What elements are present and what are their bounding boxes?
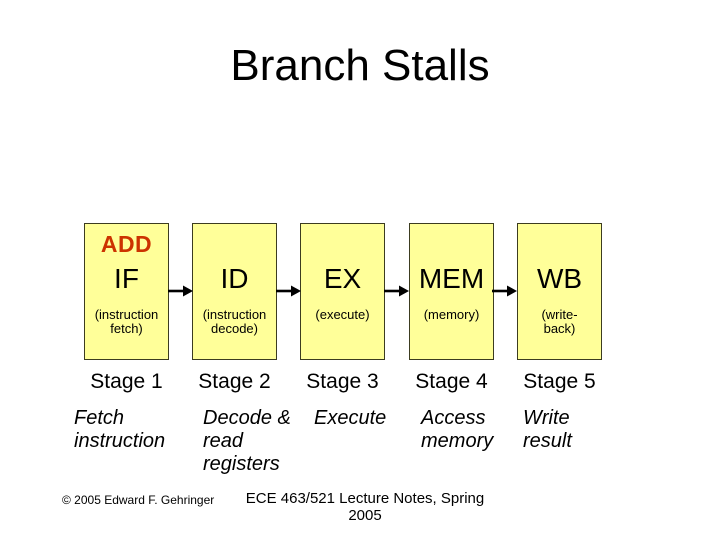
- stage-expansion-mem: (memory): [423, 307, 480, 322]
- stage-number-label-2: Stage 2: [198, 370, 271, 393]
- arrow-right-icon: [384, 284, 409, 298]
- pipeline-stage-box-id: ID (instruction decode): [192, 223, 277, 360]
- instruction-add-label: ADD: [100, 231, 153, 257]
- stage-number-label-1: Stage 1: [90, 370, 163, 393]
- stage-caption-3: Execute: [314, 407, 387, 429]
- stage-abbr-mem: MEM: [418, 263, 485, 294]
- stage-caption-4: Access memory: [421, 407, 494, 452]
- stage-expansion-id: (instruction decode): [202, 307, 267, 337]
- stage-caption-1: Fetch instruction: [74, 407, 166, 452]
- stage-number-label-3: Stage 3: [306, 370, 379, 393]
- stage-caption-2: Decode & read registers: [203, 407, 291, 475]
- stage-number-label-5: Stage 5: [523, 370, 596, 393]
- stage-expansion-ex: (execute): [315, 307, 370, 322]
- stage-abbr-if: IF: [114, 263, 139, 294]
- slide-title: Branch Stalls: [230, 41, 490, 90]
- footer-course-info: ECE 463/521 Lecture Notes, Spring 2005: [245, 490, 485, 524]
- pipeline-stage-box-if: ADD IF (instruction fetch): [84, 223, 169, 360]
- footer-copyright: © 2005 Edward F. Gehringer: [62, 493, 215, 507]
- arrow-right-icon: [168, 284, 193, 298]
- stage-abbr-wb: WB: [536, 263, 583, 294]
- stage-expansion-wb: (write- back): [541, 307, 578, 337]
- pipeline-stage-box-ex: EX (execute): [300, 223, 385, 360]
- pipeline-stage-box-mem: MEM (memory): [409, 223, 494, 360]
- stage-abbr-ex: EX: [323, 263, 362, 294]
- stage-expansion-if: (instruction fetch): [94, 307, 159, 337]
- arrow-right-icon: [276, 284, 301, 298]
- stage-abbr-id: ID: [220, 263, 249, 294]
- stage-number-label-4: Stage 4: [415, 370, 488, 393]
- pipeline-stage-box-wb: WB (write- back): [517, 223, 602, 360]
- stage-caption-5: Write result: [523, 407, 572, 452]
- arrow-right-icon: [492, 284, 517, 298]
